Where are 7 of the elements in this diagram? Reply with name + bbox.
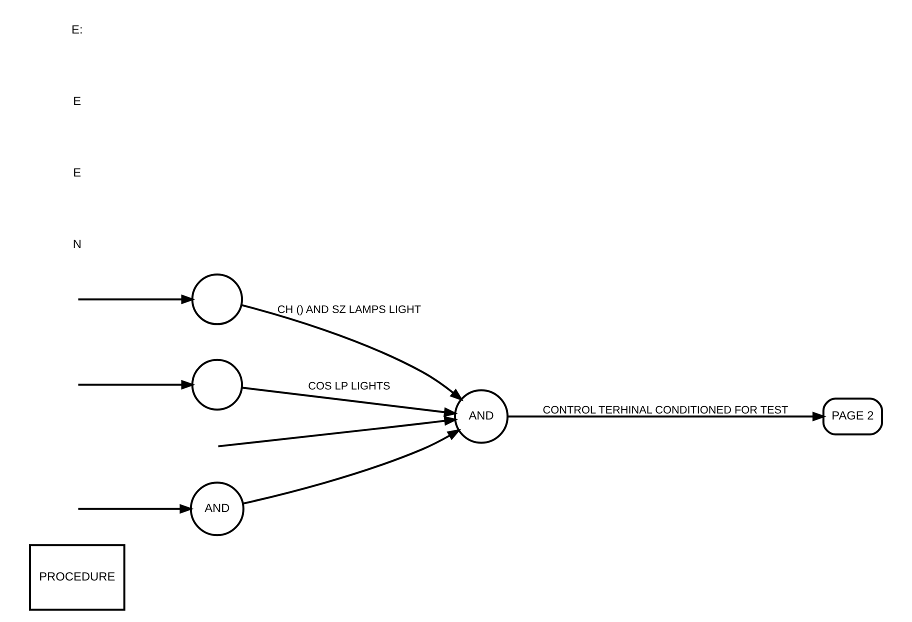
label: E xyxy=(73,94,82,108)
label: E: xyxy=(72,22,83,36)
edge-label: CONTROL TERHINAL CONDITIONED FOR TEST xyxy=(542,404,788,416)
label: E xyxy=(73,165,82,180)
edge-label: COS LP LIGHTS xyxy=(308,380,390,393)
label: N xyxy=(72,236,82,251)
edge-label: CH () AND SZ LAMPS LIGHT xyxy=(277,304,422,316)
